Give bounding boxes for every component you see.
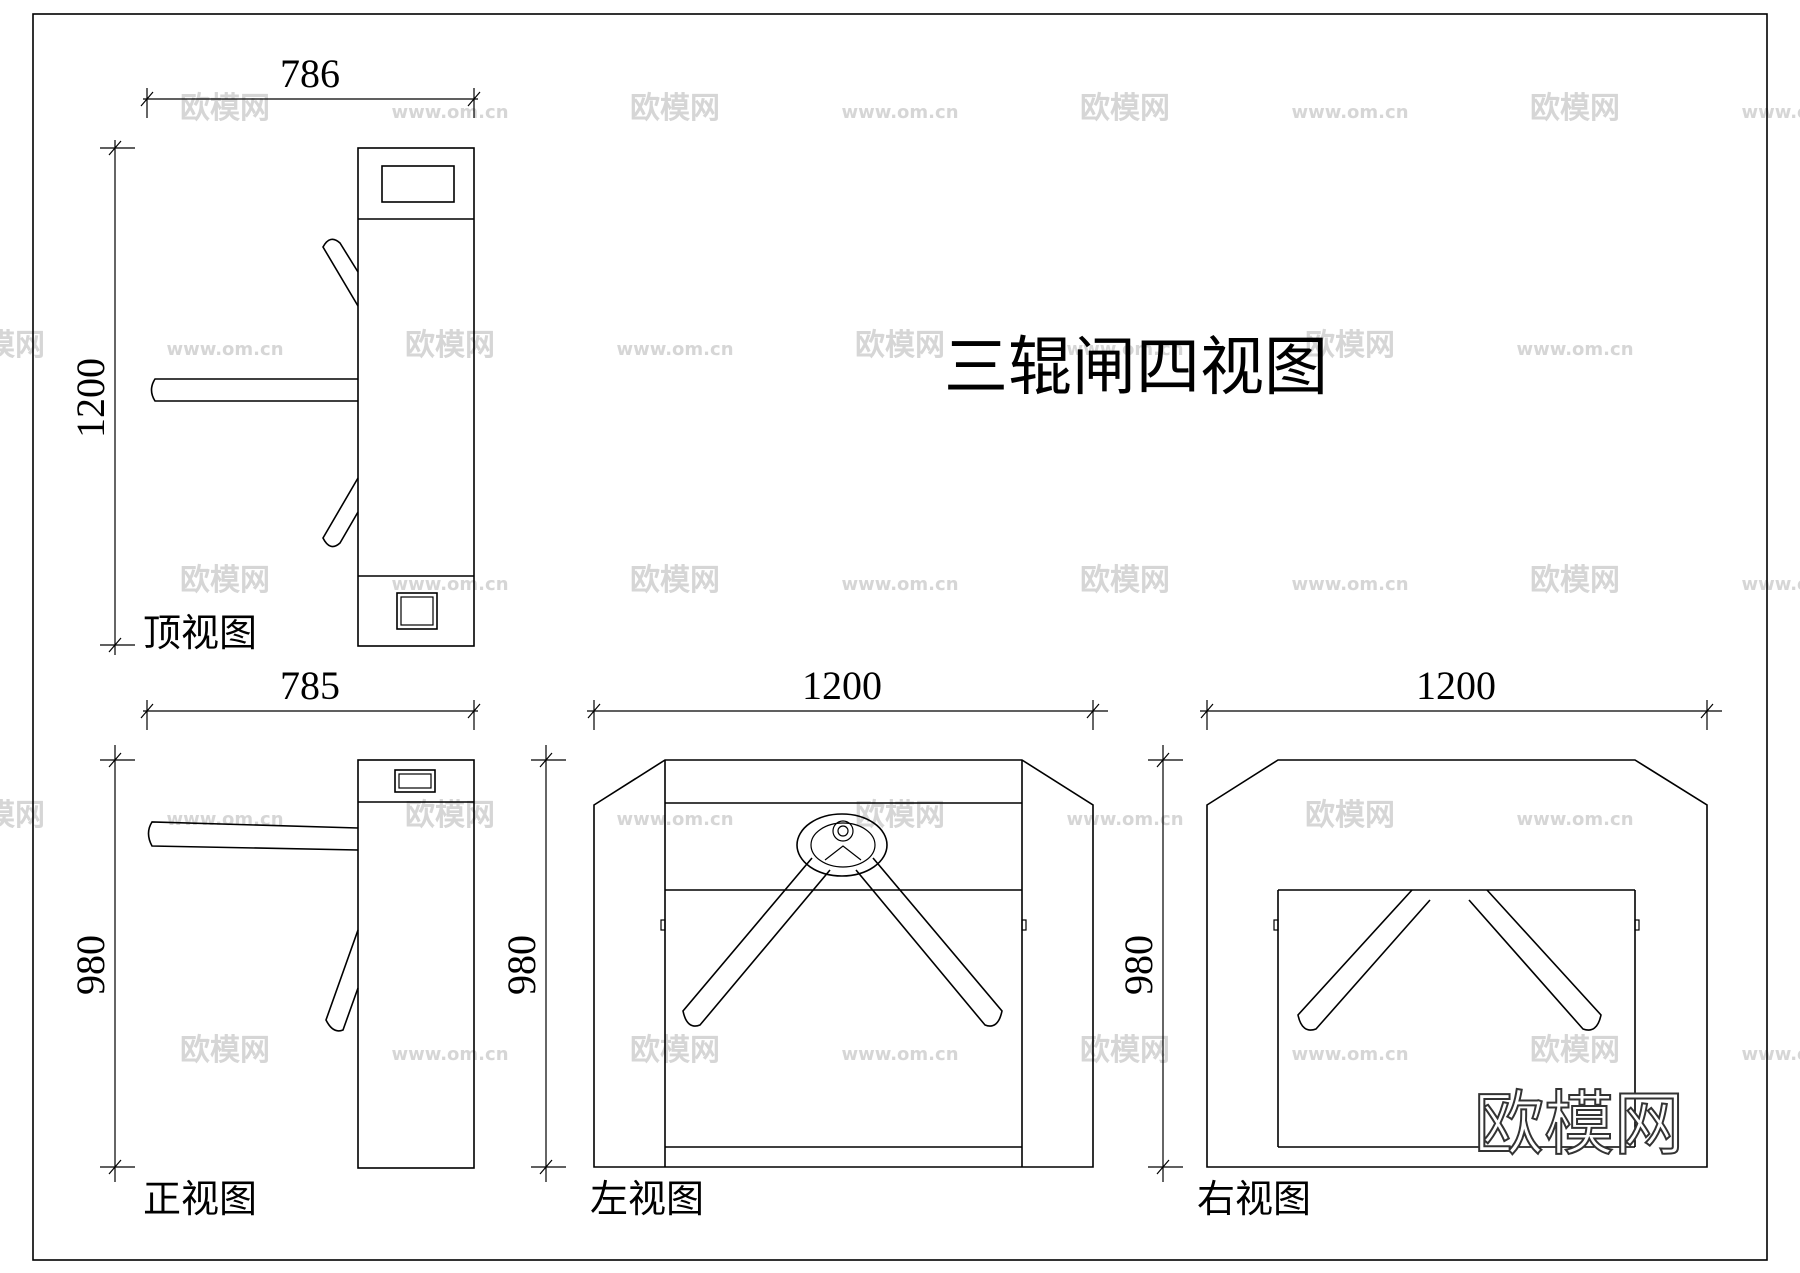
front-view-width-value: 785 [280,663,340,708]
right-view-height-dimension: 980 [1116,745,1183,1182]
top-view-height-dimension: 1200 [68,140,135,655]
left-view-width-dimension: 1200 [587,663,1108,730]
watermark-logo: 欧模网 [1530,1033,1620,1068]
watermark-url: www.om.cn [1066,809,1183,830]
watermark-url: www.om.cn [166,809,283,830]
top-view-height-value: 1200 [68,358,113,438]
watermark-url: www.om.cn [1741,102,1800,123]
watermark-url: www.om.cn [1291,574,1408,595]
watermark-logo: 欧模网 [1080,563,1170,598]
watermark-logo: 欧模网 [1080,91,1170,126]
watermark-logo: 欧模网 [180,1033,270,1068]
watermark-logo: 欧模网 [855,328,945,363]
watermark-url: www.om.cn [841,574,958,595]
watermark-logo: 欧模网 [1305,328,1395,363]
watermark-logo-large: 欧模网 [1474,1083,1684,1165]
left-view: 1200 980 左视图 [499,663,1108,1221]
front-view-height-dimension: 980 [68,745,135,1182]
watermark-url: www.om.cn [391,102,508,123]
front-view-width-dimension: 785 [140,663,481,730]
top-view-card-reader [396,592,438,630]
front-view-body [357,759,475,1169]
front-view-label: 正视图 [143,1177,257,1221]
top-view-label: 顶视图 [143,611,257,655]
left-view-height-dimension: 980 [499,745,566,1182]
watermark-logo: 欧模网 [1530,563,1620,598]
top-view-lower-arm [322,477,359,548]
watermark-logo: 欧模网 [405,798,495,833]
watermark-logo: 欧模网 [180,91,270,126]
left-view-label: 左视图 [590,1177,704,1221]
front-view-horizontal-arm [147,821,359,851]
right-view-right-arm [1468,889,1602,1031]
right-view-label: 右视图 [1197,1177,1311,1221]
watermark-url: www.om.cn [616,809,733,830]
watermark-url: www.om.cn [1516,809,1633,830]
watermark-logo: 欧模网 [405,328,495,363]
watermark-url: www.om.cn [391,1044,508,1065]
top-view-body [357,147,475,647]
top-view-display-panel [381,165,455,203]
watermark-url: www.om.cn [391,574,508,595]
watermark-logo: 欧模网 [1080,1033,1170,1068]
watermark-url: www.om.cn [1741,1044,1800,1065]
top-view-horizontal-arm [150,378,358,402]
left-view-left-arm [682,857,831,1027]
watermark-logo: 欧模网 [630,91,720,126]
drawing-title: 三辊闸四视图 [944,331,1328,405]
watermark-logo: 欧模网 [0,328,45,363]
watermark-logo: 欧模网 [1530,91,1620,126]
watermark-url: www.om.cn [1741,574,1800,595]
top-view: 786 1200 顶视图 [68,51,481,655]
front-view-lower-arm [325,929,359,1032]
watermark-logo: 欧模网 [180,563,270,598]
front-view: 785 980 正视图 [68,663,481,1221]
watermark-url: www.om.cn [1516,339,1633,360]
right-view-width-dimension: 1200 [1200,663,1722,730]
right-view-left-arm [1297,889,1431,1031]
watermark-logo: 欧模网 [855,798,945,833]
right-view-cabinet-outline [1206,759,1708,1168]
watermark-logo: 欧模网 [630,563,720,598]
watermark-url: www.om.cn [166,339,283,360]
sheet-border [32,13,1768,1261]
left-view-height-value: 980 [499,935,544,995]
right-view: 1200 980 右视图 [1116,663,1722,1221]
watermark-logo: 欧模网 [1305,798,1395,833]
watermark-url: www.om.cn [841,102,958,123]
watermark-logo: 欧模网 [0,798,45,833]
top-view-width-dimension: 786 [140,51,481,118]
left-view-rotor-hub [796,813,888,877]
top-view-upper-arm [322,238,359,307]
watermark-url: www.om.cn [616,339,733,360]
watermark-url: www.om.cn [1066,339,1183,360]
top-view-width-value: 786 [280,51,340,96]
left-view-width-value: 1200 [802,663,882,708]
front-view-height-value: 980 [68,935,113,995]
right-view-width-value: 1200 [1416,663,1496,708]
watermark-url: www.om.cn [1291,1044,1408,1065]
watermark-logo: 欧模网 [630,1033,720,1068]
watermark-url: www.om.cn [1291,102,1408,123]
right-view-height-value: 980 [1116,935,1161,995]
front-view-display-panel [394,769,436,793]
watermark-url: www.om.cn [841,1044,958,1065]
watermark-layer: 欧模网 www.om.cn 欧模网 www.om.cn 欧模网 www.om.cn 欧模网 w… [0,91,1800,1068]
left-view-right-arm [855,857,1003,1027]
